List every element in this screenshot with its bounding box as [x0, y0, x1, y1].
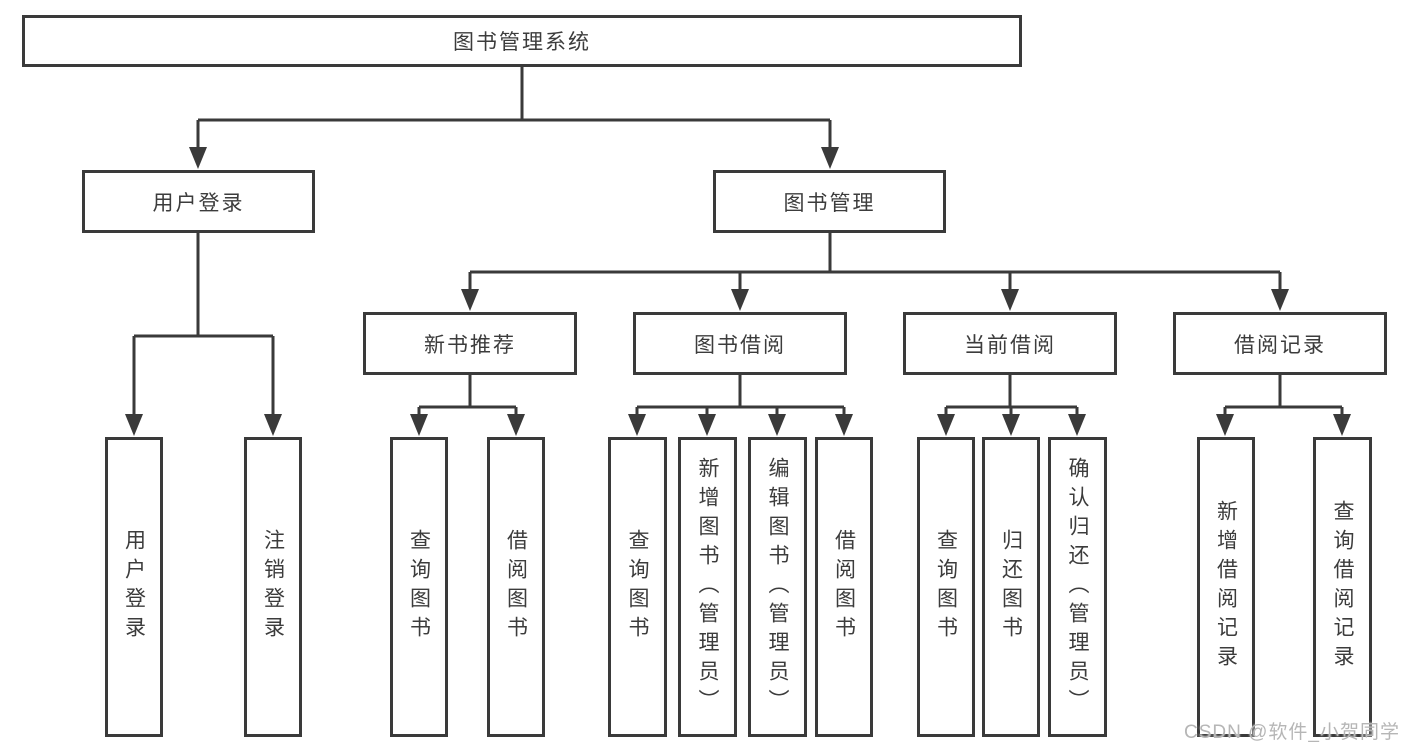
- node-book-borrowing: 图书借阅: [633, 312, 847, 375]
- node-root: 图书管理系统: [22, 15, 1022, 67]
- connector-current-borrow-to-leaves: [944, 375, 1079, 416]
- connector-user-login-to-leaves: [132, 233, 275, 416]
- leaf-query-books-current-label: 查询图书: [934, 529, 958, 645]
- leaf-query-books-recommend-label: 查询图书: [407, 529, 431, 645]
- leaf-edit-book-admin: 编辑图书（管理员）: [748, 437, 807, 737]
- node-book-management: 图书管理: [713, 170, 946, 233]
- leaf-query-books-borrow-label: 查询图书: [626, 529, 649, 645]
- connector-borrow-record-to-leaves: [1223, 375, 1344, 416]
- node-borrowing-records-label: 借阅记录: [1234, 333, 1326, 357]
- connector-book-mgmt-to-level3: [468, 233, 1282, 291]
- connector-book-borrow-to-leaves: [635, 375, 846, 416]
- leaf-return-books-label: 归还图书: [999, 529, 1023, 645]
- leaf-add-borrow-record-label: 新增借阅记录: [1214, 500, 1238, 674]
- leaf-return-books: 归还图书: [982, 437, 1040, 737]
- leaf-logout-label: 注销登录: [261, 529, 285, 645]
- leaf-add-borrow-record: 新增借阅记录: [1197, 437, 1255, 737]
- node-book-borrowing-label: 图书借阅: [694, 333, 786, 357]
- leaf-query-books-current: 查询图书: [917, 437, 975, 737]
- leaf-borrow-books-recommend: 借阅图书: [487, 437, 545, 737]
- leaf-add-book-admin-label: 新增图书（管理员）: [696, 456, 719, 718]
- leaf-borrow-books-borrow: 借阅图书: [815, 437, 873, 737]
- node-user-login: 用户登录: [82, 170, 315, 233]
- leaf-edit-book-admin-label: 编辑图书（管理员）: [766, 456, 789, 718]
- leaf-borrow-books-borrow-label: 借阅图书: [832, 529, 856, 645]
- leaf-confirm-return-admin: 确认归还（管理员）: [1048, 437, 1107, 737]
- node-borrowing-records: 借阅记录: [1173, 312, 1387, 375]
- leaf-borrow-books-recommend-label: 借阅图书: [504, 529, 528, 645]
- csdn-watermark: CSDN @软件_小贺同学: [1184, 722, 1400, 743]
- leaf-query-borrow-record-label: 查询借阅记录: [1331, 500, 1354, 674]
- leaf-query-books-recommend: 查询图书: [390, 437, 448, 737]
- node-root-label: 图书管理系统: [453, 31, 591, 54]
- node-book-management-label: 图书管理: [783, 191, 876, 215]
- leaf-user-login-label: 用户登录: [122, 529, 146, 645]
- node-new-book-recommendation: 新书推荐: [363, 312, 577, 375]
- connector-new-book-to-leaves: [417, 375, 518, 416]
- node-current-borrowing: 当前借阅: [903, 312, 1117, 375]
- node-new-book-recommendation-label: 新书推荐: [424, 333, 516, 357]
- leaf-user-login: 用户登录: [105, 437, 163, 737]
- leaf-query-borrow-record: 查询借阅记录: [1313, 437, 1372, 737]
- node-user-login-label: 用户登录: [152, 191, 245, 215]
- leaf-confirm-return-admin-label: 确认归还（管理员）: [1066, 456, 1089, 718]
- node-current-borrowing-label: 当前借阅: [964, 333, 1056, 357]
- leaf-query-books-borrow: 查询图书: [608, 437, 667, 737]
- leaf-add-book-admin: 新增图书（管理员）: [678, 437, 737, 737]
- leaf-logout: 注销登录: [244, 437, 302, 737]
- connector-root-to-level2: [196, 67, 832, 149]
